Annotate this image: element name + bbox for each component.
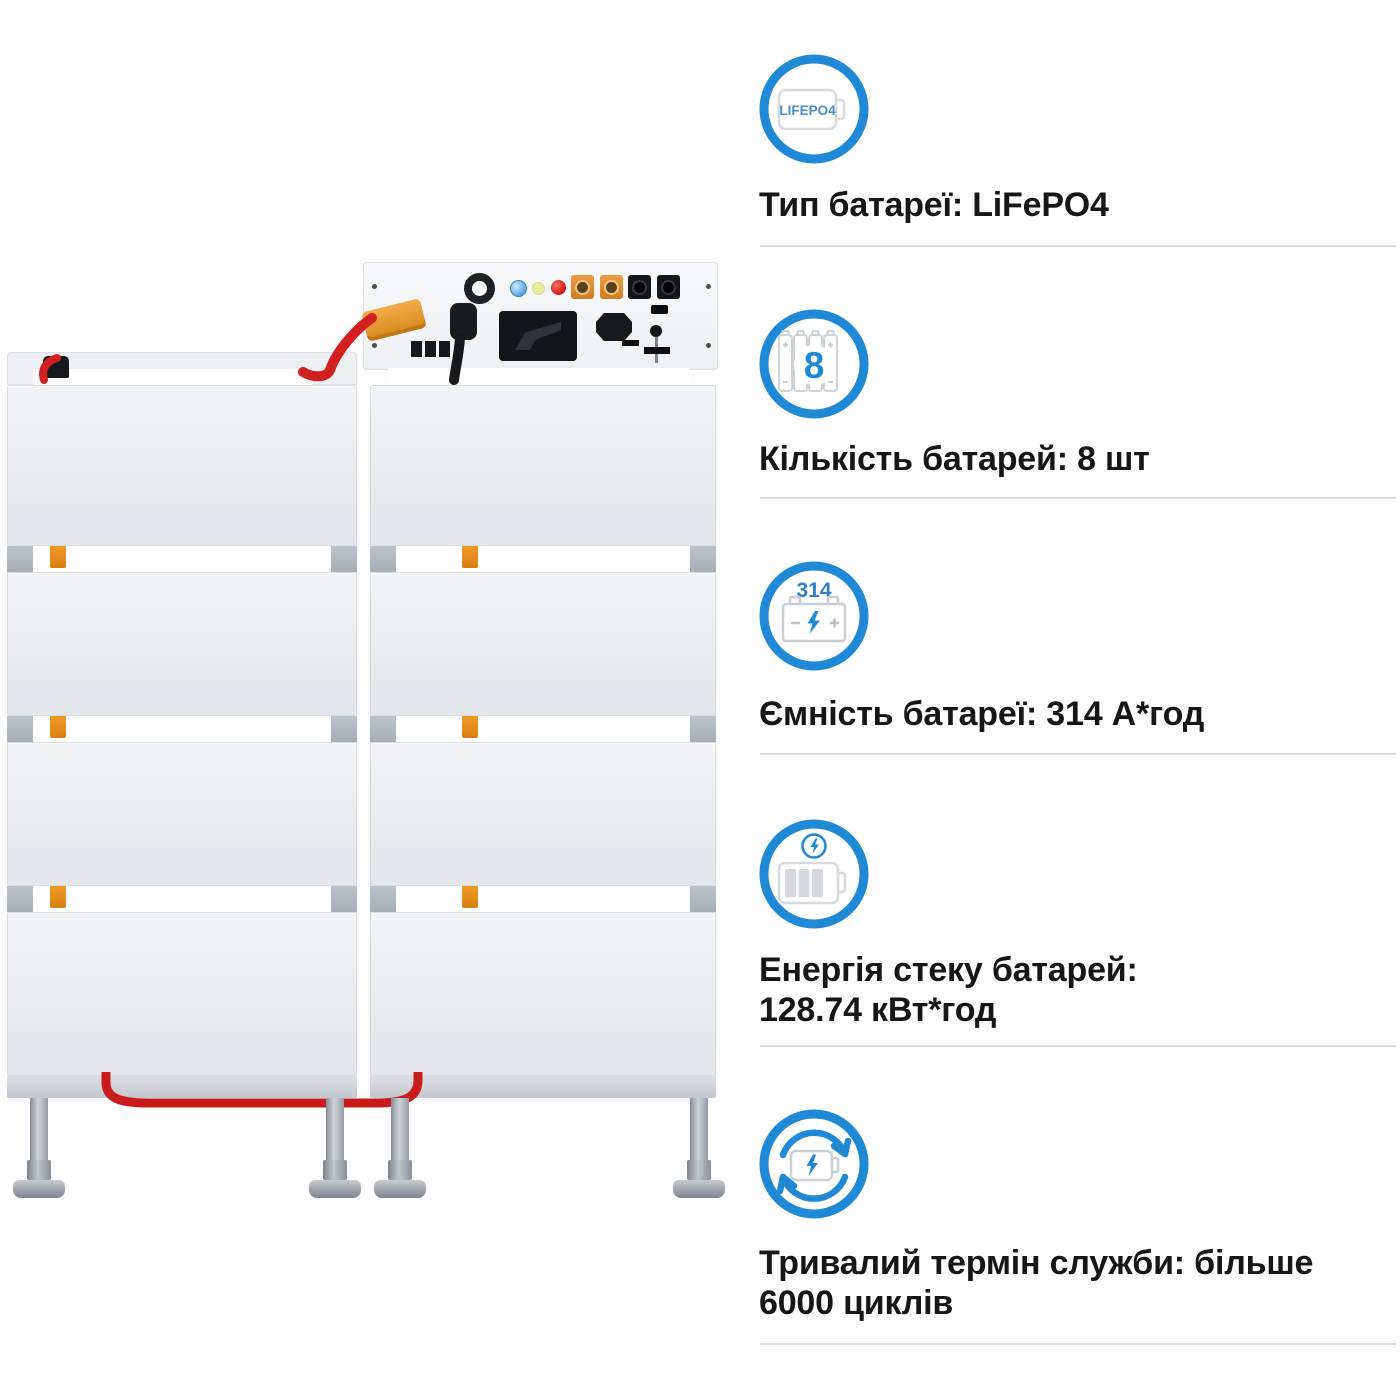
module-separator [7,886,357,912]
switch-toggle [651,305,668,314]
module-separator [7,546,357,572]
battery-module [7,572,357,716]
cable-gland-ring [464,273,495,304]
dip-ports [411,341,451,357]
feature-battery-capacity: Ємність батареї: 314 А*год [759,695,1205,733]
row-divider [760,245,1396,247]
indicator-led-yellow [532,282,545,295]
latch-tab-orange [50,716,66,738]
row-divider [760,753,1396,755]
module-separator [370,886,716,912]
tower-top-cap [7,352,357,385]
battery-count-icon: 8 [759,309,869,419]
battery-module [7,742,357,886]
screw-icon [372,284,377,289]
battery-tower-right [370,262,716,1102]
antenna-knob [650,325,662,337]
screw-icon [706,343,711,348]
vent-grille [139,753,231,875]
latch-tab-orange [462,546,478,568]
display-vent-panel [499,311,577,361]
ac-inlet-socket [596,313,632,341]
module-separator [7,716,357,742]
vent-grille [504,396,596,535]
terminal-bar [622,340,639,346]
tower-base [7,1076,357,1098]
icon-label: LIFEPO4 [779,103,836,118]
vent-grille [504,923,596,1065]
lifepo4-battery-icon: LIFEPO4 [759,54,869,164]
vent-grille [504,583,596,705]
vent-grille [139,583,231,705]
module-separator [370,716,716,742]
adjustable-foot [309,1098,361,1198]
feature-battery-type: Тип батареї: LiFePO4 [759,186,1109,224]
latch-tab-orange [50,546,66,568]
adjustable-foot [13,1098,65,1198]
dc-terminal-orange [600,275,623,299]
latch-tab-orange [462,716,478,738]
battery-module [370,572,716,716]
dc-terminal-black [657,275,680,299]
vent-grille [139,923,231,1065]
icon-label: 314 [796,579,831,602]
cycle-life-icon [759,1109,869,1219]
stack-energy-icon [759,819,869,929]
module-separator [370,546,716,572]
battery-capacity-icon: 314 [759,561,869,671]
battery-module [370,385,716,546]
cap-junction-slot [33,369,313,385]
battery-module [370,742,716,886]
power-button-red [551,280,566,295]
vent-grille [504,753,596,875]
icon-label: 8 [804,345,825,386]
indicator-led-blue [510,280,527,297]
dc-terminal-black [628,275,651,299]
tower-base [370,1076,716,1098]
feature-cycle-life: Тривалий термін служби: більше 6000 цикл… [759,1244,1314,1322]
feature-stack-energy: Енергія стеку батарей: 128.74 кВт*год [759,951,1138,1029]
battery-module [7,385,357,546]
top-cable-connector [43,356,69,378]
adjustable-foot [673,1098,725,1198]
screw-icon [706,284,711,289]
battery-module [370,912,716,1076]
dc-terminal-orange [571,275,594,299]
row-divider [760,1045,1396,1047]
battery-tower-left [7,262,357,1102]
latch-tab-orange [50,886,66,908]
battery-stack-illustration [7,262,727,1214]
row-divider [760,1343,1396,1345]
control-head-unit [361,262,718,370]
vent-grille [139,396,231,535]
latch-tab-orange [462,886,478,908]
row-divider [760,497,1396,499]
terminal-bar [644,347,670,354]
adjustable-foot [374,1098,426,1198]
feature-battery-count: Кількість батарей: 8 шт [759,440,1150,478]
battery-module [7,912,357,1076]
